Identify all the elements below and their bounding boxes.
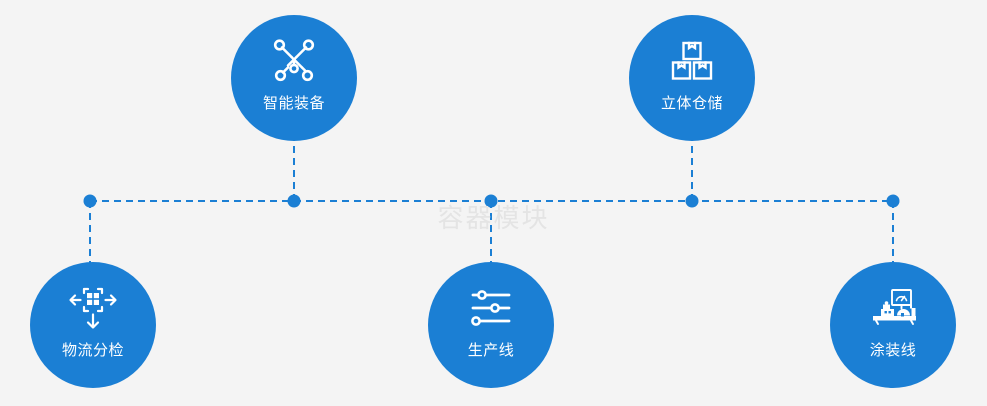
connector-node-dot[interactable] [83, 194, 97, 208]
sorting-arrows-icon [67, 282, 119, 334]
connector-node-dot[interactable] [287, 194, 301, 208]
node-painting-line[interactable]: 涂装线 [830, 262, 956, 388]
node-label: 生产线 [467, 342, 515, 359]
node-label: 立体仓储 [660, 95, 723, 112]
node-stereo-warehouse[interactable]: 立体仓储 [629, 15, 755, 141]
node-label: 物流分检 [61, 342, 124, 359]
node-smart-equipment[interactable]: 智能装备 [231, 15, 357, 141]
node-logistics-sorting[interactable]: 物流分检 [30, 262, 156, 388]
network-nodes-icon [268, 35, 320, 87]
connector-node-dot[interactable] [484, 194, 498, 208]
factory-monitor-icon [867, 282, 919, 334]
connector-node-dot[interactable] [886, 194, 900, 208]
node-label: 智能装备 [262, 95, 325, 112]
sliders-icon [465, 282, 517, 334]
node-production-line[interactable]: 生产线 [428, 262, 554, 388]
node-label: 涂装线 [869, 342, 917, 359]
connector-node-dot[interactable] [685, 194, 699, 208]
stacked-boxes-icon [666, 35, 718, 87]
